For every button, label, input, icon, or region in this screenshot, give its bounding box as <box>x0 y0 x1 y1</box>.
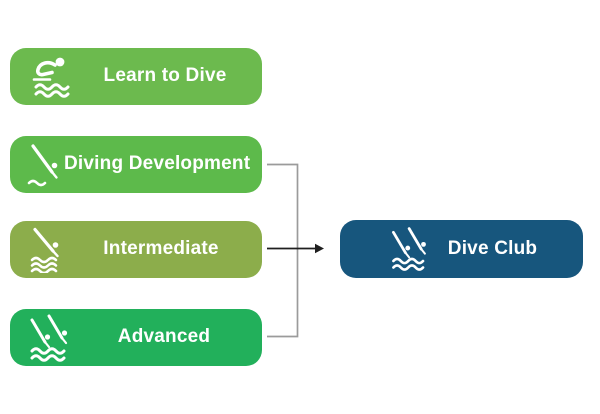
node-label: Intermediate <box>103 238 219 259</box>
node-diving-development: Diving Development <box>10 136 262 193</box>
diver-waves-icon <box>30 227 59 273</box>
double-divers-icon <box>392 227 426 271</box>
node-label: Dive Club <box>447 237 538 259</box>
arrow-head <box>315 243 324 254</box>
node-label: Learn to Dive <box>103 65 227 86</box>
double-divers-icon <box>30 314 68 362</box>
node-label: Diving Development <box>64 153 251 174</box>
node-advanced: Advanced <box>10 309 262 366</box>
node-intermediate: Intermediate <box>10 221 262 278</box>
node-label: Advanced <box>117 326 211 347</box>
bracket-line <box>267 163 299 338</box>
node-dive-club: Dive Club <box>340 220 583 278</box>
crouch-diver-icon <box>32 57 70 98</box>
diver-entry-icon <box>27 143 58 186</box>
node-learn-to-dive: Learn to Dive <box>10 48 262 105</box>
